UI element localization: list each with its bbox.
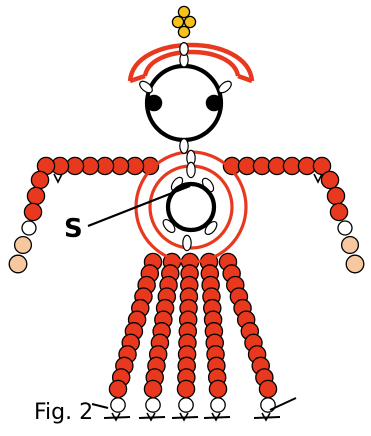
crown-bead [172,16,183,27]
hand-bead [346,255,364,273]
hand-bead [15,237,32,254]
crown-bead [178,6,189,17]
skirt-strands [92,253,296,420]
head-group [130,6,252,153]
skirt-end-bead [211,398,225,412]
arm-bead [31,171,48,188]
arm-bead [327,187,344,204]
hand-bead [342,237,359,254]
crown-bead [184,16,195,27]
left-eye [146,95,161,110]
skirt-bead [209,380,226,397]
skirt-end-bead [111,398,125,412]
skirt-bead [259,380,276,397]
arm-bead [27,187,44,204]
skirt-end-bead [146,398,160,412]
torso-rings [136,150,246,262]
right-eye [206,95,221,110]
skirt-bead [144,380,161,397]
skirt-knot [147,413,155,420]
skirt-knot [112,413,120,420]
figure-caption: Fig. 2 [34,400,93,425]
skirt-knot [262,413,270,420]
wrist-bead [338,221,352,235]
arm-bead [321,171,338,188]
skirt-bead [109,380,126,397]
hand-bead [9,255,27,273]
wrist-bead [22,221,36,235]
skirt-knot [212,413,220,420]
arm-bead [24,203,41,220]
skirt-knot [180,413,188,420]
crown-bead [178,26,189,37]
torso-seed-bead [187,162,195,177]
skirt-thread-line [92,404,108,408]
arm-bead [330,203,347,220]
skirt-end-bead [179,398,193,412]
head-seed-bead [180,43,188,56]
torso-seed-bead [183,235,191,250]
neck-seed-bead [180,139,188,154]
arm-knot [54,174,62,182]
center-label-s: S [64,214,83,244]
skirt-end-bead [261,398,275,412]
skirt-bead [177,380,194,397]
